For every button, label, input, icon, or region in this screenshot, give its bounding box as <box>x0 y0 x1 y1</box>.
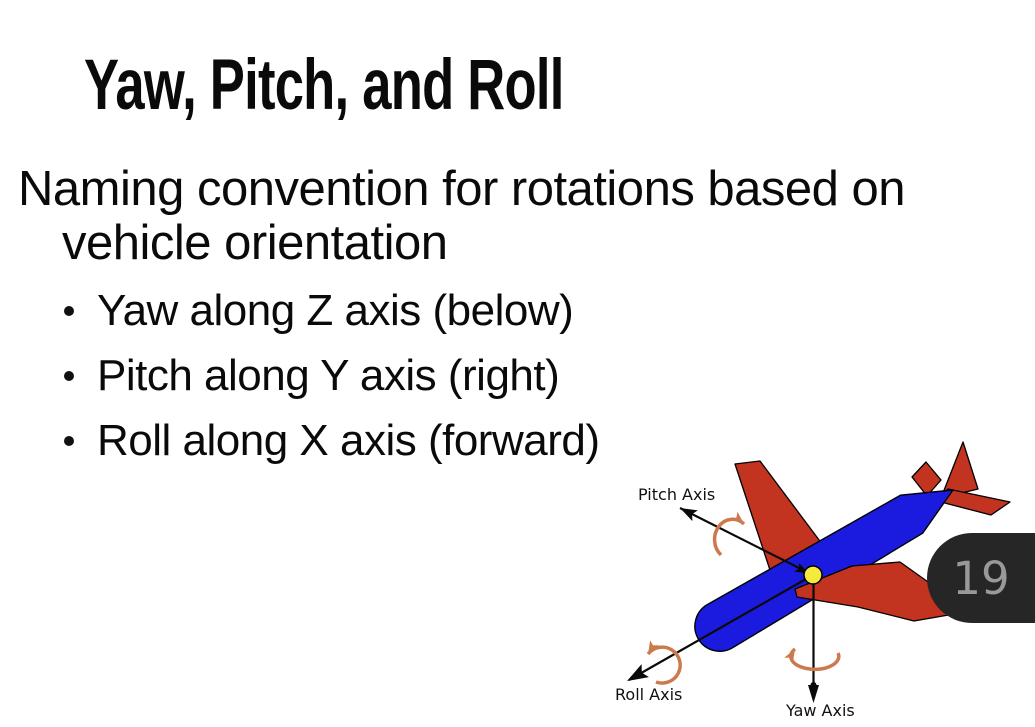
yaw-axis-arrowhead <box>808 685 819 703</box>
pitch-rotation-arrowhead <box>730 511 744 524</box>
roll-axis-line <box>628 574 814 681</box>
roll-rotation-arrowhead <box>648 640 659 654</box>
bullet-text: Roll along X axis (forward) <box>97 415 600 465</box>
bullet-icon <box>64 305 74 316</box>
pitch-axis-line <box>679 507 812 575</box>
body-line-1: Naming convention for rotations based on <box>18 162 906 216</box>
pitch-axis-arrowhead <box>680 508 698 522</box>
airplane-fuselage <box>694 489 954 652</box>
roll-rotation-arrow <box>646 645 682 685</box>
roll-axis-label: Roll Axis <box>615 685 682 704</box>
list-item: Roll along X axis (forward) <box>64 408 600 473</box>
yaw-axis-label: Yaw Axis <box>785 701 855 720</box>
list-item: Yaw along Z axis (below) <box>64 278 599 343</box>
bullet-text: Pitch along Y axis (right) <box>97 350 560 400</box>
slide-title: Yaw, Pitch, and Roll <box>84 46 564 125</box>
bullet-list: Yaw along Z axis (below) Pitch along Y a… <box>64 278 600 473</box>
bullet-icon <box>64 370 74 381</box>
list-item: Pitch along Y axis (right) <box>64 343 599 408</box>
airplane-far-stabilizer <box>911 461 942 497</box>
bullet-text: Yaw along Z axis (below) <box>97 285 574 335</box>
bullet-icon <box>64 435 74 446</box>
pitch-axis-label: Pitch Axis <box>638 485 715 504</box>
roll-axis-arrowhead <box>627 664 649 681</box>
body-paragraph: Naming convention for rotations based on… <box>18 162 906 270</box>
yaw-rotation-arrowhead <box>784 649 795 663</box>
page-number: 19 <box>952 551 1010 605</box>
body-line-2: vehicle orientation <box>62 216 448 270</box>
yaw-rotation-arrow <box>789 647 841 672</box>
airplane-tail-fin <box>940 441 979 499</box>
page-number-badge: 19 <box>927 533 1035 623</box>
center-of-rotation-dot <box>803 565 823 585</box>
